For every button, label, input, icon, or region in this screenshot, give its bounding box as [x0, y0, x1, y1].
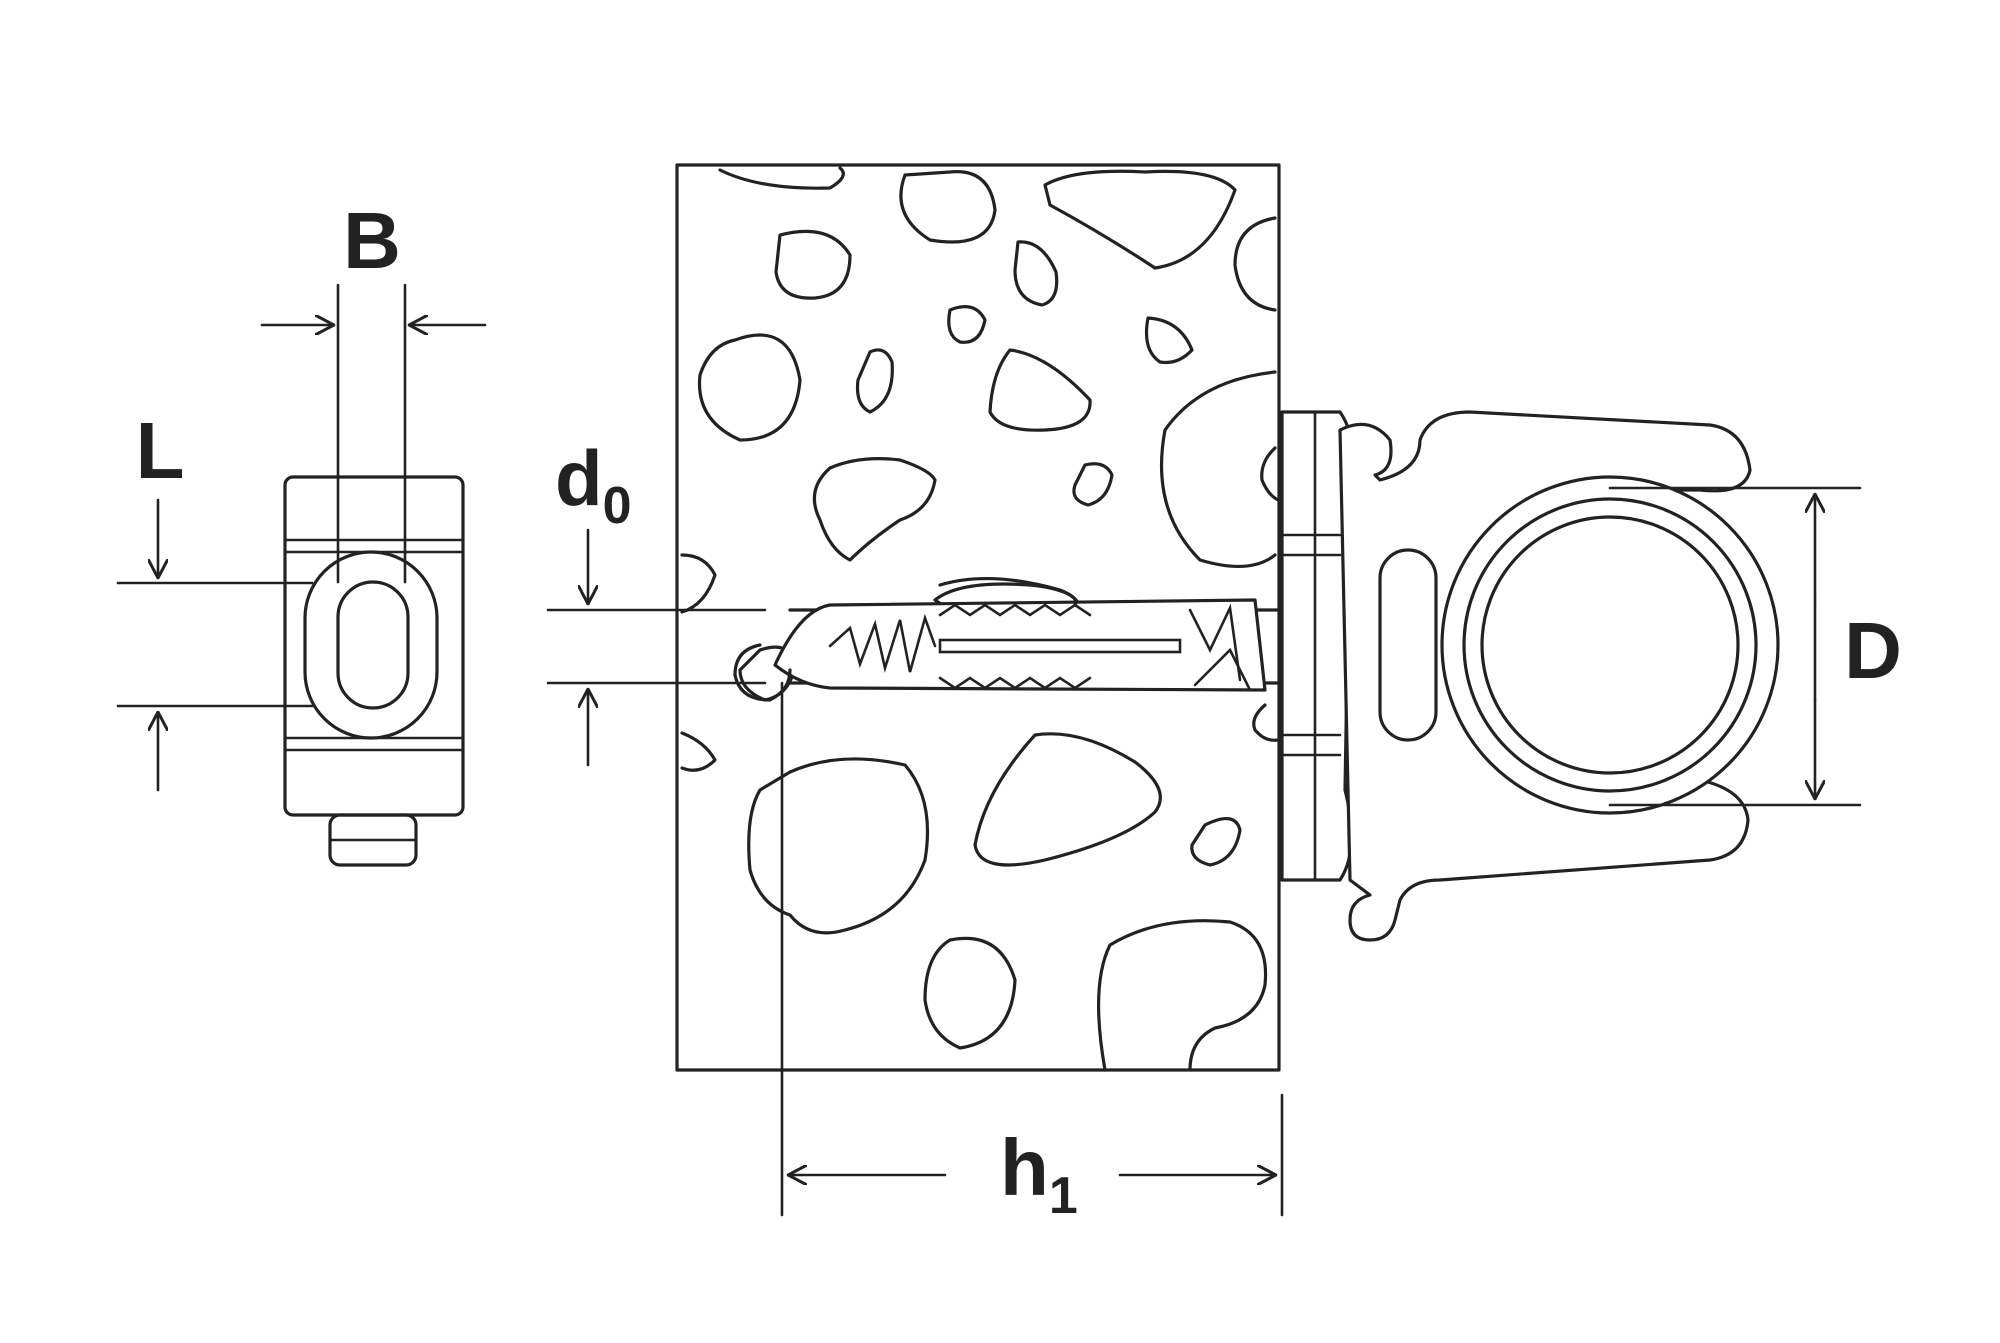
anchor-plug: [773, 576, 1280, 692]
dimension-d: D: [1608, 486, 1902, 807]
label-l: L: [136, 406, 185, 495]
label-h1: h1: [1000, 1123, 1078, 1225]
pipe-clip: [1280, 410, 1780, 942]
label-d: D: [1844, 606, 1902, 695]
label-b: B: [343, 196, 401, 285]
dimension-b: B: [260, 196, 487, 584]
pipe-inner: [1480, 515, 1740, 775]
slot-outer: [303, 550, 439, 740]
pipe-ring: [1462, 497, 1758, 793]
side-view: [283, 475, 465, 867]
concrete-outline: [675, 163, 1281, 1072]
label-d0: d0: [555, 434, 632, 535]
screw-shank: [938, 638, 1182, 654]
concrete-block: [675, 163, 1281, 1072]
pipe-outer: [1440, 475, 1780, 815]
dimension-l: L: [116, 406, 314, 792]
dimension-d0: d0: [546, 434, 767, 767]
plug-body: [773, 598, 1267, 692]
slot-inner: [336, 580, 410, 710]
dimension-h1: h1: [780, 681, 1284, 1225]
clip-slot: [1378, 548, 1438, 742]
